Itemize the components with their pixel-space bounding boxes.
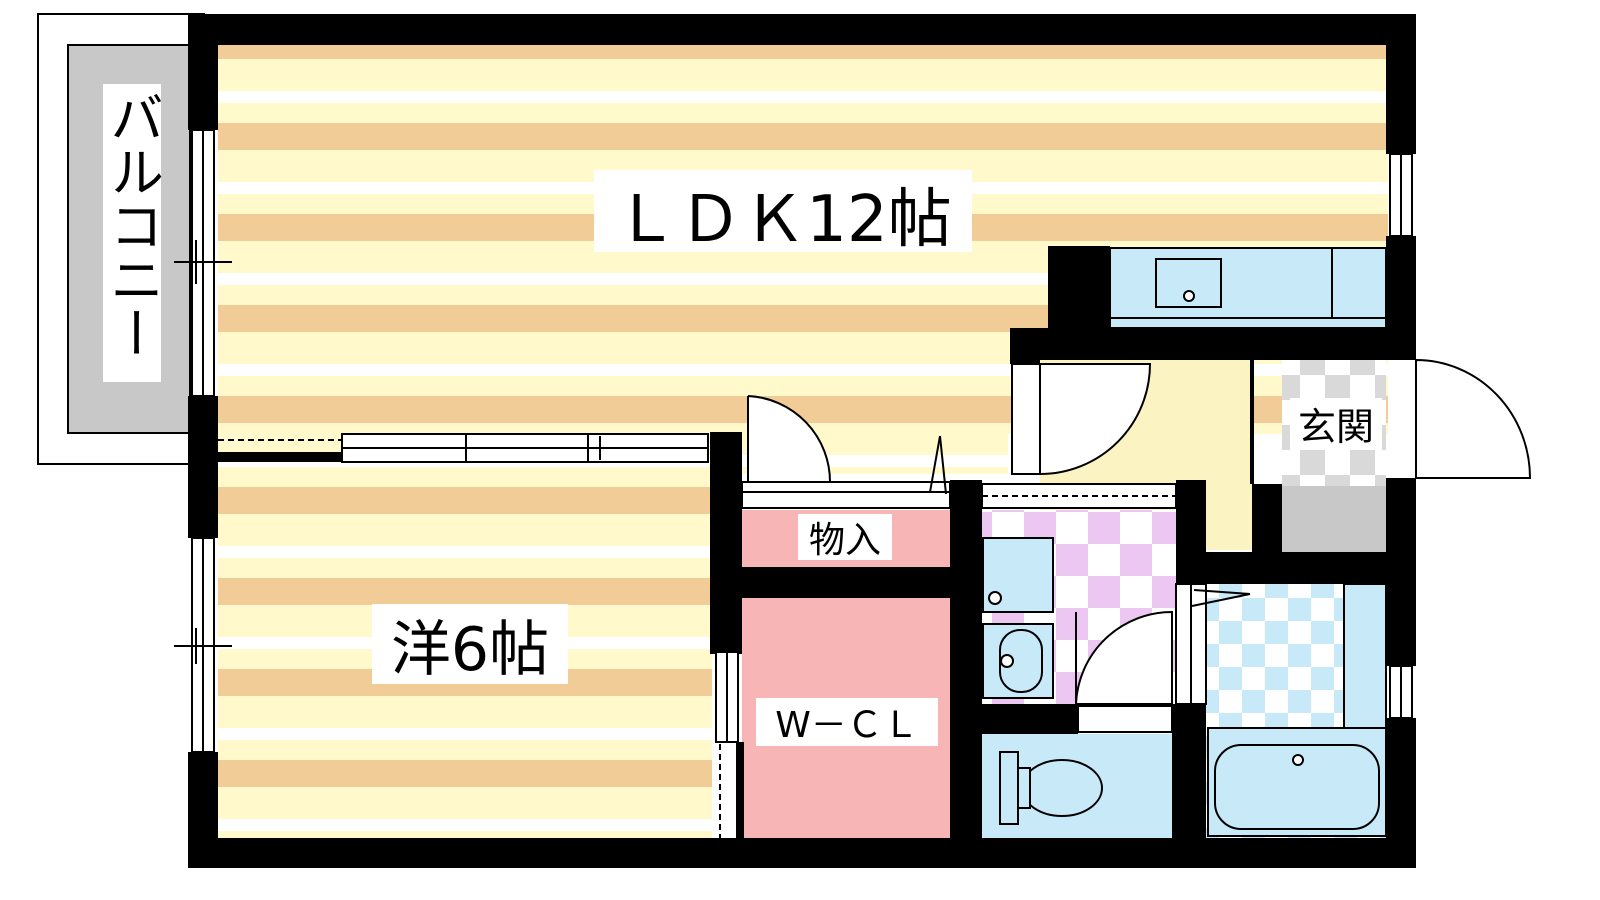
wall-center-low bbox=[1172, 704, 1206, 868]
wall-wet-left bbox=[950, 480, 982, 868]
balcony bbox=[37, 13, 205, 465]
wall-right-4 bbox=[1386, 718, 1416, 868]
western-label-bg bbox=[372, 604, 568, 684]
walls bbox=[188, 14, 1416, 868]
wall-wet-top bbox=[950, 480, 980, 510]
sink-icon bbox=[1155, 258, 1222, 308]
washing-machine-pan bbox=[982, 537, 1054, 613]
wall-entrance-left bbox=[1252, 484, 1282, 552]
door-swing-icon bbox=[747, 359, 1532, 733]
sliding-doors bbox=[218, 433, 1207, 838]
entrance-label: 玄関 bbox=[1298, 405, 1374, 449]
entrance-label-bg bbox=[1290, 398, 1382, 450]
wall-fridge bbox=[1048, 246, 1110, 332]
wall-entrance-thin bbox=[1250, 360, 1254, 484]
wall-closet-mid bbox=[742, 567, 950, 598]
wall-bottom bbox=[188, 838, 1416, 868]
entrance-step bbox=[1282, 486, 1386, 552]
wall-kitchen-left bbox=[1010, 328, 1040, 364]
wall-top bbox=[188, 14, 1416, 45]
toilet-icon bbox=[999, 751, 1103, 825]
wall-center bbox=[1176, 480, 1206, 584]
wall-left-2 bbox=[188, 396, 218, 538]
balcony-label: バルコニー bbox=[101, 90, 164, 360]
wall-left-1 bbox=[188, 14, 218, 130]
wall-western-right-low bbox=[736, 742, 744, 838]
wall-wash-toilet bbox=[982, 704, 1078, 734]
washbasin-icon bbox=[982, 623, 1054, 699]
wall-left-3 bbox=[188, 752, 218, 868]
wall-hall-top bbox=[1010, 328, 1416, 360]
wall-western-top bbox=[218, 452, 342, 462]
storage-label: 物入 bbox=[809, 520, 881, 561]
wall-right-1 bbox=[1386, 14, 1416, 154]
ldk-label-bg bbox=[594, 170, 972, 252]
ldk-label: ＬＤＫ12帖 bbox=[614, 183, 951, 257]
storage-label-bg bbox=[798, 514, 892, 560]
washroom-fixtures bbox=[982, 537, 1054, 699]
western-label: 洋6帖 bbox=[391, 615, 549, 685]
bathtub-icon bbox=[1207, 583, 1387, 837]
windows bbox=[174, 129, 1413, 753]
wall-western-right bbox=[710, 432, 742, 654]
wall-bath-top bbox=[1206, 552, 1416, 584]
wcl-label-bg bbox=[756, 698, 938, 746]
wcl-label: W－ＣＬ bbox=[775, 705, 919, 746]
